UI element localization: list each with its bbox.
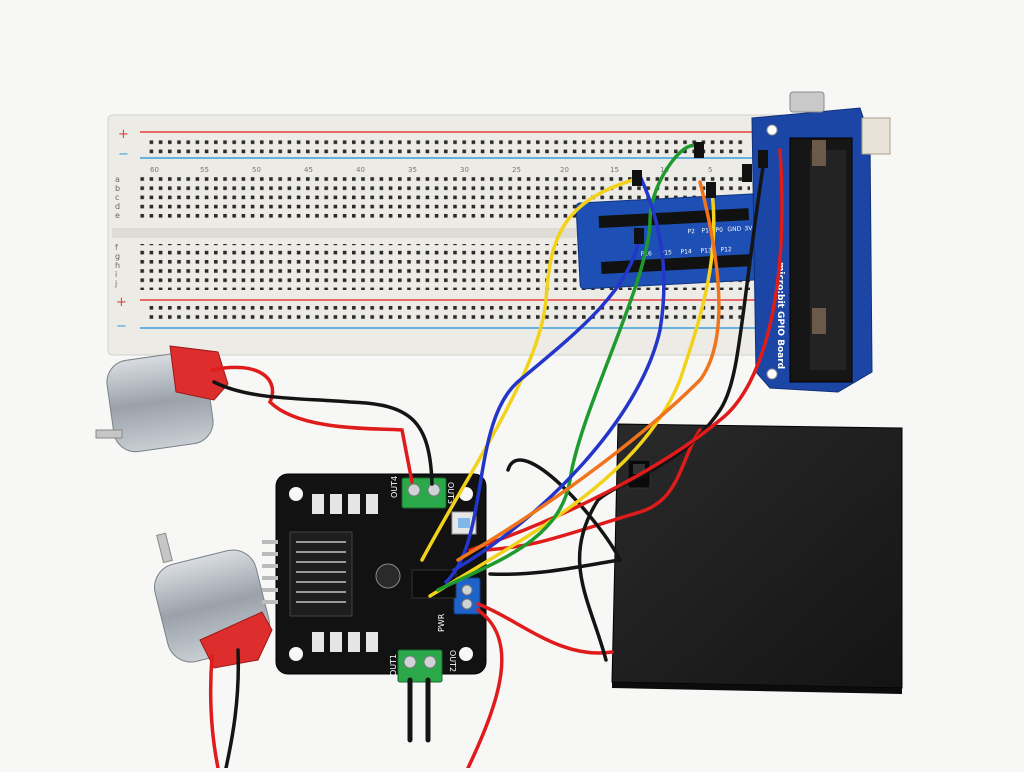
pin-label-p0: P0 xyxy=(715,227,723,234)
battery-switch-knob xyxy=(633,464,645,474)
driver-ic xyxy=(289,531,353,617)
orange-wire xyxy=(456,180,721,562)
gpio-board-label: micro:bit GPIO Board xyxy=(775,262,785,369)
wire-connector-heads xyxy=(632,142,768,244)
yellow-wire-2 xyxy=(428,190,716,598)
label-out3: OUT3 xyxy=(446,482,455,504)
rail-minus-bottom: − xyxy=(116,319,127,334)
svg-text:55: 55 xyxy=(200,166,209,174)
rail-plus-top: + xyxy=(118,127,129,142)
svg-text:g: g xyxy=(115,252,120,261)
pin-label-p2: P2 xyxy=(687,228,695,235)
battery-jst-connector xyxy=(861,117,891,155)
svg-text:a: a xyxy=(115,175,120,184)
motor1-black-wire xyxy=(212,380,434,486)
svg-text:5: 5 xyxy=(708,166,712,174)
svg-text:15: 15 xyxy=(610,166,619,174)
motor-2-shaft xyxy=(156,532,173,564)
row-letters-bottom: f g h i j xyxy=(114,243,120,288)
svg-text:60: 60 xyxy=(150,166,159,174)
mount-hole-bottom xyxy=(766,368,778,380)
motor-driver-board: OUT4 OUT3 OUT1 OUT2 PWR xyxy=(262,473,487,683)
yellow-wire-1 xyxy=(420,176,642,562)
motor2-red-wire xyxy=(208,654,220,770)
pin-label-p1: P1 xyxy=(701,227,709,234)
button-b xyxy=(812,308,826,334)
pin-label-p12: P12 xyxy=(720,246,732,254)
motor1-red-wire xyxy=(210,365,414,484)
gpio-breakout-header: P2 P1 P0 GND 3V P16 P15 P14 P13 P12 xyxy=(575,192,777,290)
blue-wire-1 xyxy=(444,234,642,584)
motor-1-shaft xyxy=(95,429,123,439)
svg-text:h: h xyxy=(115,261,120,270)
svg-text:25: 25 xyxy=(512,166,521,174)
button-a xyxy=(812,140,826,166)
mount-hole-top xyxy=(766,124,778,136)
svg-text:i: i xyxy=(115,270,117,279)
svg-text:j: j xyxy=(114,279,117,288)
diode-row-bottom xyxy=(312,632,378,652)
svg-text:20: 20 xyxy=(560,166,569,174)
microbit-inserted xyxy=(810,150,846,370)
rail-plus-bottom: + xyxy=(116,295,127,310)
svg-text:45: 45 xyxy=(304,166,313,174)
driver-hole-tl xyxy=(289,487,303,501)
motor-2 xyxy=(154,532,273,669)
usb-connector xyxy=(789,91,825,113)
green-wire xyxy=(436,143,702,592)
label-pwr: PWR xyxy=(437,613,446,632)
pin-label-p13: P13 xyxy=(700,247,712,255)
rail-minus-top: − xyxy=(118,147,129,162)
label-out4: OUT4 xyxy=(390,476,399,498)
diode-row-top xyxy=(312,494,378,514)
battery-black-wire-1 xyxy=(488,558,622,577)
svg-text:f: f xyxy=(115,243,118,252)
terminal-block-top xyxy=(401,477,447,509)
label-out2: OUT2 xyxy=(448,650,457,672)
svg-text:e: e xyxy=(115,211,120,220)
svg-text:b: b xyxy=(115,184,120,193)
pin-label-p14: P14 xyxy=(680,248,692,256)
microbit-gpio-board: micro:bit GPIO Board xyxy=(751,91,891,393)
svg-text:c: c xyxy=(115,193,119,202)
svg-text:30: 30 xyxy=(460,166,469,174)
motor-1 xyxy=(95,345,229,453)
battery-red-wire-down xyxy=(466,608,504,770)
svg-text:40: 40 xyxy=(356,166,365,174)
capacitor xyxy=(375,563,401,589)
gpio-black-wire xyxy=(577,158,766,662)
motor-1-end-cap xyxy=(169,345,229,401)
jumper-cap-window xyxy=(458,518,470,528)
svg-text:35: 35 xyxy=(408,166,417,174)
terminal-block-power xyxy=(453,577,481,615)
wires xyxy=(208,143,784,770)
battery-red-wire-out xyxy=(476,602,614,655)
bottom-rail-holes xyxy=(145,306,745,324)
pin-label-3v: 3V xyxy=(744,225,753,232)
svg-text:50: 50 xyxy=(252,166,261,174)
terminal-block-bottom xyxy=(397,649,443,683)
center-channel xyxy=(112,228,762,238)
label-out1: OUT1 xyxy=(389,654,398,676)
pin-label-gnd: GND xyxy=(727,226,741,234)
top-rail-holes xyxy=(145,138,745,154)
driver-hole-bl xyxy=(289,647,303,661)
driver-hole-br xyxy=(459,647,473,661)
svg-text:d: d xyxy=(115,202,120,211)
pin-label-p15: P15 xyxy=(660,249,672,257)
motor2-black-wire xyxy=(224,648,241,770)
row-letters-top: a b c d e xyxy=(115,175,120,220)
